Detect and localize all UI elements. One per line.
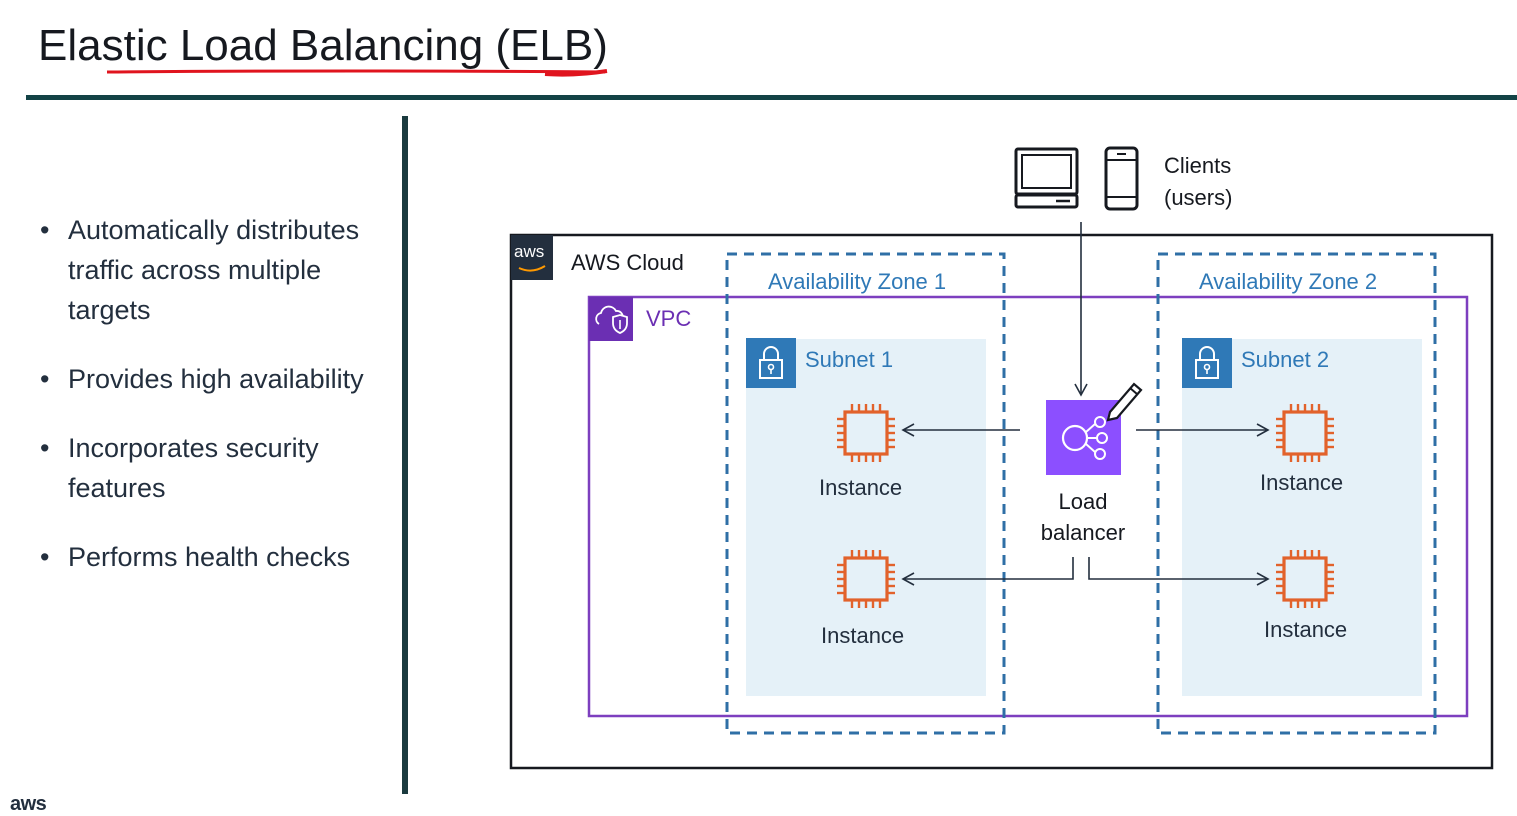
desktop-icon — [1014, 147, 1079, 209]
mobile-icon — [1104, 146, 1139, 211]
instance-label: Instance — [819, 475, 903, 500]
load-balancer-label-line2: balancer — [1040, 520, 1126, 545]
aws-logo-text: aws — [514, 242, 545, 261]
vpc-label: VPC — [646, 306, 692, 331]
lock-icon — [745, 337, 797, 389]
bullet-item: Performs health checks — [40, 537, 380, 577]
vpc-boundary — [587, 295, 1469, 718]
column-divider — [402, 116, 408, 794]
subnet-1 — [746, 339, 986, 696]
instance-label: Instance — [821, 623, 905, 648]
load-balancer-icon — [1046, 400, 1121, 475]
lock-icon — [1181, 337, 1233, 389]
clients-label-line2: (users) — [1164, 185, 1233, 210]
load-balancer-label: Load balancer — [1030, 486, 1136, 548]
bullet-item: Incorporates security features — [40, 428, 380, 508]
bullet-item: Provides high availability — [40, 359, 380, 399]
clients-label-line1: Clients — [1164, 153, 1232, 178]
title-annotation-underline — [106, 69, 608, 77]
arrow-lb-to-instance — [1088, 557, 1270, 586]
availability-zone-2 — [1156, 252, 1437, 735]
aws-cloud-boundary — [509, 233, 1494, 770]
availability-zone-1-label: Availability Zone 1 — [768, 269, 947, 294]
subnet-2 — [1182, 339, 1422, 696]
instance-label: Instance — [1260, 470, 1344, 495]
instance-label: Instance — [1264, 617, 1348, 642]
availability-zone-1 — [725, 252, 1006, 735]
availability-zone-2-label: Availability Zone 2 — [1199, 269, 1378, 294]
arrow-lb-to-instance — [901, 557, 1074, 586]
load-balancer-label-line1: Load — [1058, 489, 1108, 514]
subnet-2-label: Subnet 2 — [1241, 347, 1330, 372]
bullet-list: Automatically distributes traffic across… — [40, 210, 380, 606]
title-rule — [26, 95, 1517, 100]
aws-logo-icon — [511, 235, 553, 280]
aws-footer-logo: aws — [10, 793, 47, 815]
aws-cloud-label: AWS Cloud — [571, 250, 684, 275]
clients-label: Clients (users) — [1164, 150, 1232, 214]
slide-title: Elastic Load Balancing (ELB) — [38, 21, 608, 70]
pencil-icon — [1106, 382, 1143, 422]
subnet-1-label: Subnet 1 — [805, 347, 894, 372]
bullet-item: Automatically distributes traffic across… — [40, 210, 380, 330]
vpc-cloud-icon — [589, 297, 633, 341]
